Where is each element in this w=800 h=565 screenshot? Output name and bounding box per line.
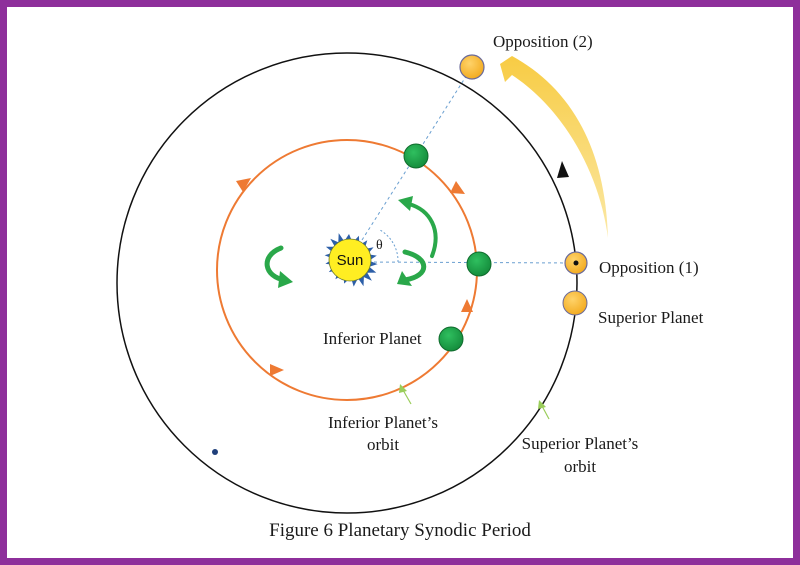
inferior-orbit-arrow	[450, 181, 465, 194]
rotation-arrow-upper	[407, 202, 438, 258]
superior-orbit-label-line1: Superior Planet’s	[522, 434, 639, 453]
rotation-arrow-right	[402, 249, 427, 283]
rotation-arrow-left-head	[278, 271, 293, 288]
inferior-planet	[438, 326, 464, 352]
superior-orbit-pointer	[538, 400, 550, 420]
superior-orbit	[116, 52, 578, 514]
superior-planet-opposition-1-dot	[573, 260, 579, 266]
superior-motion-arrow	[500, 56, 608, 238]
inferior-planet-opposition-2	[403, 143, 429, 169]
theta-label: θ	[376, 238, 383, 253]
inferior-planet-opposition-1	[466, 251, 492, 277]
inferior-orbit-arrow	[270, 364, 284, 376]
inferior-orbit-label-line1: Inferior Planet’s	[328, 413, 438, 432]
superior-planet-label: Superior Planet	[598, 308, 704, 327]
superior-planet-opposition-2	[459, 54, 485, 80]
inferior-orbit-arrow	[236, 178, 251, 192]
rotation-arrow-upper-head	[398, 196, 413, 211]
superior-orbit-arrow	[557, 161, 569, 178]
orbit-marker-dot	[212, 449, 218, 455]
inferior-planet-label: Inferior Planet	[323, 329, 422, 348]
inferior-orbit-arrow	[461, 299, 473, 312]
sun-label: Sun	[337, 252, 364, 269]
inferior-orbit-pointer	[399, 384, 412, 405]
opposition-1-label: Opposition (1)	[599, 258, 699, 277]
inferior-orbit-label-line2: orbit	[367, 435, 399, 454]
superior-orbit-label-line2: orbit	[564, 457, 596, 476]
figure-caption: Figure 6 Planetary Synodic Period	[269, 520, 531, 541]
rotation-arrow-right-head	[397, 271, 412, 286]
superior-planet	[562, 290, 588, 316]
opposition-2-label: Opposition (2)	[493, 32, 593, 51]
sun	[328, 238, 372, 282]
